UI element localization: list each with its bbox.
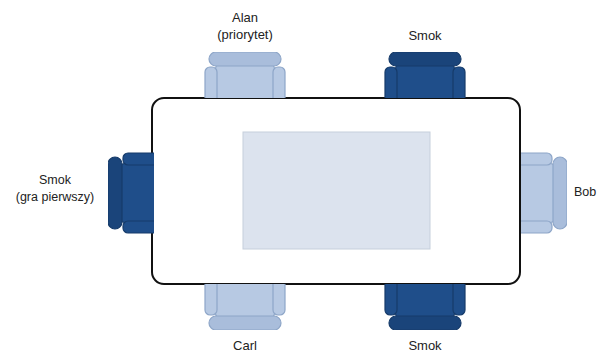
chair: Bob xyxy=(521,151,567,235)
chair-back xyxy=(108,157,122,229)
chair-back xyxy=(389,316,461,330)
chair: Smok xyxy=(383,52,467,98)
chair: Smok xyxy=(383,284,467,330)
chair-back xyxy=(209,316,281,330)
chair-back xyxy=(389,52,461,66)
table-top xyxy=(152,98,520,284)
chair-armrest xyxy=(385,67,397,98)
seat-label: (priorytet) xyxy=(217,27,273,43)
chair-armrest xyxy=(123,153,154,165)
chair-symbol xyxy=(203,52,287,98)
chair-armrest xyxy=(453,67,465,98)
chair: Carl xyxy=(203,284,287,330)
chair-symbol xyxy=(383,52,467,98)
chair-armrest xyxy=(123,221,154,233)
chair-back xyxy=(553,157,567,229)
seat-label: (gra pierwszy) xyxy=(16,189,95,205)
chair-armrest xyxy=(273,67,285,98)
table-center-panel xyxy=(243,132,430,249)
chair-symbol xyxy=(383,284,467,330)
chair-symbol xyxy=(203,284,287,330)
chair-armrest xyxy=(273,284,285,315)
chair-armrest xyxy=(385,284,397,315)
chair-armrest xyxy=(521,153,552,165)
seat-label: Smok xyxy=(39,172,71,188)
seat-label: Smok xyxy=(408,28,441,44)
seat-label: Smok xyxy=(408,338,441,354)
chair: Smok(gra pierwszy) xyxy=(108,151,154,235)
chair-armrest xyxy=(205,67,217,98)
seat-label: Alan xyxy=(232,10,258,26)
chair-back xyxy=(209,52,281,66)
seat-label: Bob xyxy=(574,184,596,200)
seat-label: Carl xyxy=(233,338,257,354)
chair: Alan(priorytet) xyxy=(203,52,287,98)
chair-symbol xyxy=(108,151,154,235)
chair-armrest xyxy=(453,284,465,315)
chair-armrest xyxy=(205,284,217,315)
chair-symbol xyxy=(521,151,567,235)
chair-armrest xyxy=(521,221,552,233)
